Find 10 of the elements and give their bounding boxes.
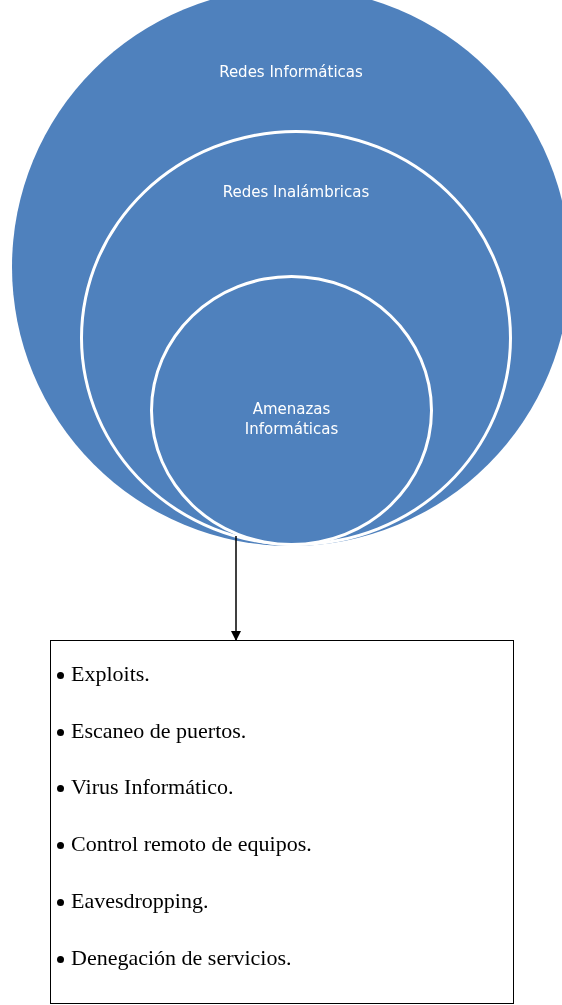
- list-item: Eavesdropping.: [71, 887, 209, 915]
- list-box: [50, 640, 514, 1004]
- list-item: Escaneo de puertos.: [71, 717, 247, 745]
- circle-label: Redes Informáticas: [218, 63, 364, 83]
- circle-label: Redes Inalámbricas: [221, 183, 371, 203]
- list-item: Denegación de servicios.: [71, 944, 292, 971]
- list-item: Exploits.: [71, 661, 150, 688]
- list-item: Virus Informático.: [71, 774, 234, 801]
- list-item: Control remoto de equipos.: [71, 831, 312, 858]
- circle-label: Amenazas Informáticas: [243, 400, 340, 439]
